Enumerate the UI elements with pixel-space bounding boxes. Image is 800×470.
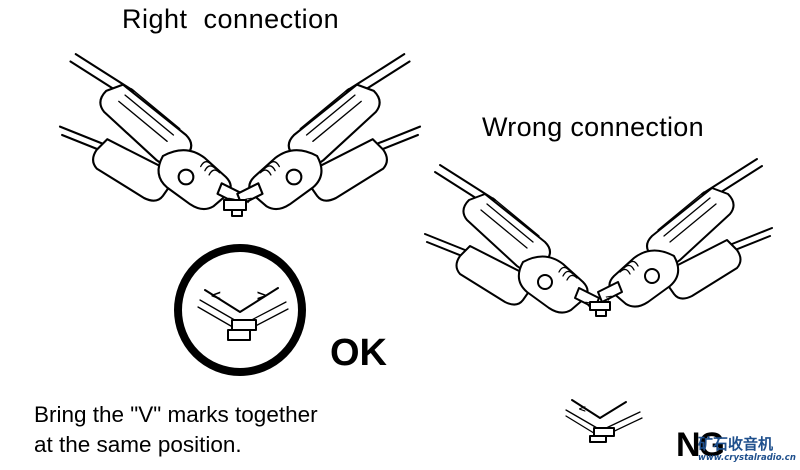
svg-text:>: > — [256, 288, 268, 304]
ok-detail-circle-icon: < > — [174, 244, 306, 376]
right-connection-title: Right connection — [122, 4, 340, 34]
svg-text:<: < — [578, 404, 586, 415]
ng-label: NG — [676, 426, 725, 464]
ng-detail-icon: < — [565, 399, 643, 443]
wrong-connection-tools-icon — [424, 159, 772, 317]
right-connection-tools-icon — [58, 53, 420, 217]
ok-label: OK — [330, 332, 387, 374]
watermark: 矿石收音机 www.crystalradio.cn — [698, 435, 796, 464]
instruction-line-2: at the same position. — [34, 432, 242, 457]
instruction-line-1: Bring the "V" marks together — [34, 402, 318, 427]
svg-text:<: < — [210, 288, 222, 304]
watermark-text: 矿石收音机 — [698, 435, 774, 453]
wrong-connection-title: Wrong connection — [482, 112, 704, 142]
instruction-text: Bring the "V" marks together at the same… — [34, 400, 318, 460]
watermark-url: www.crystalradio.cn — [698, 453, 796, 463]
